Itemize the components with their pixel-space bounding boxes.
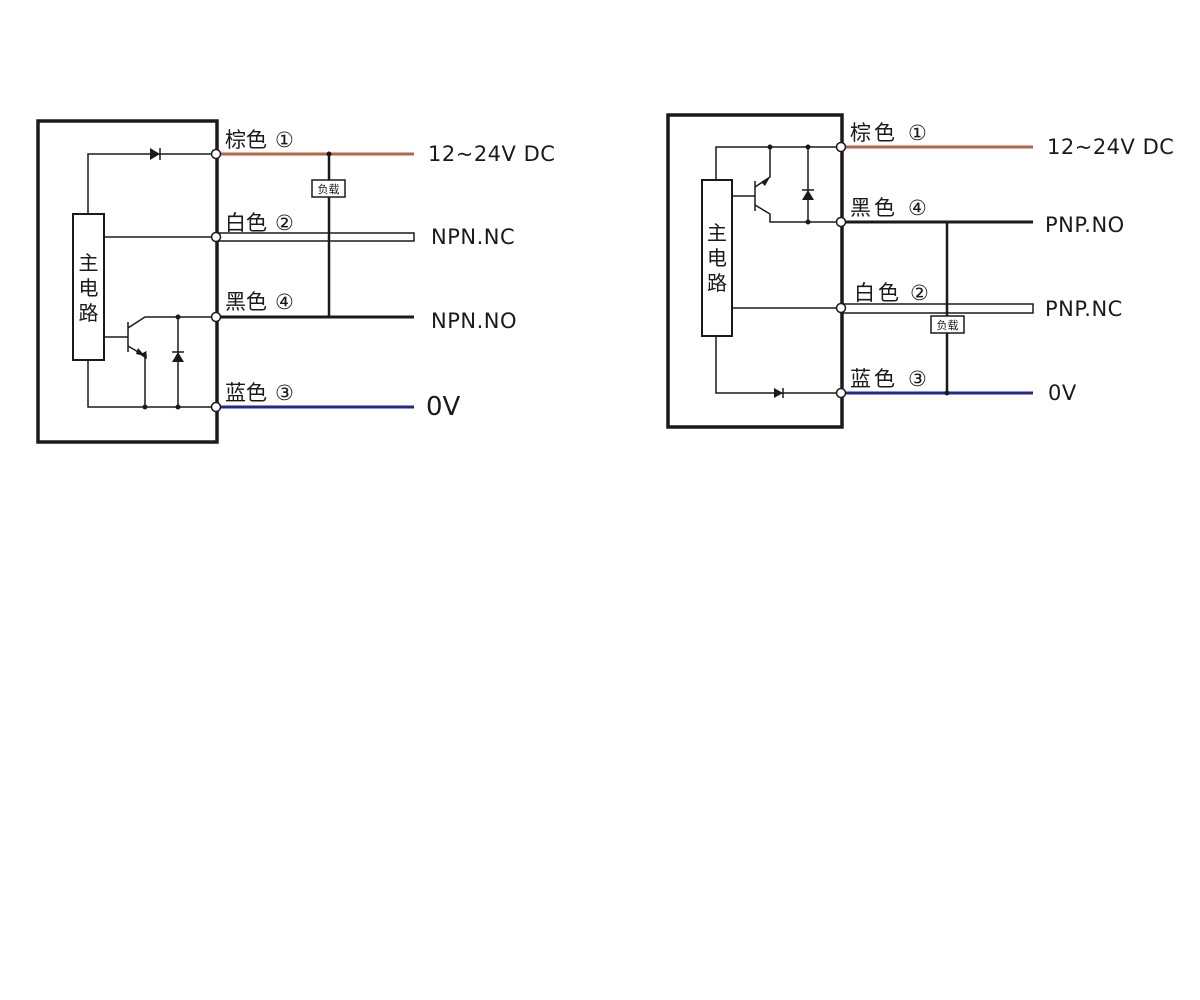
npn-no-label: NPN.NO — [431, 309, 517, 333]
pnp-0v-label: 0V — [1048, 381, 1077, 405]
pnp-brown-color-label: 棕色 — [850, 121, 898, 145]
pnp-white-wire — [840, 303, 1034, 314]
transistor-icon — [136, 348, 145, 356]
diode-icon — [150, 148, 161, 160]
npn-nc-label: NPN.NC — [431, 225, 515, 249]
npn-internal-wiring — [87, 153, 216, 408]
terminal-icon — [835, 141, 847, 153]
npn-sensor-housing — [36, 119, 219, 444]
pnp-blue-number: ③ — [908, 367, 927, 391]
pnp-no-label: PNP.NO — [1045, 213, 1125, 237]
terminal-icon — [210, 148, 222, 160]
npn-load-label: 负载 — [318, 182, 340, 196]
terminal-icon — [210, 231, 222, 243]
npn-black-color-label: 黑色 — [225, 290, 267, 314]
diode-icon — [774, 388, 784, 398]
npn-black-number: ④ — [275, 290, 294, 314]
pnp-main-circuit-char-1: 主 — [707, 221, 727, 245]
load-resistor-icon — [930, 315, 965, 334]
diode-icon — [172, 351, 184, 362]
npn-0v-label: 0V — [426, 392, 461, 422]
diode-icon — [802, 189, 814, 200]
pnp-white-number: ② — [910, 281, 929, 305]
terminal-icon — [210, 401, 222, 413]
npn-white-color-label: 白色 — [225, 211, 267, 235]
npn-supply-label: 12~24V DC — [428, 142, 555, 166]
pnp-nc-label: PNP.NC — [1045, 297, 1123, 321]
npn-main-circuit-char-3: 路 — [79, 301, 99, 325]
pnp-brown-number: ① — [908, 121, 927, 145]
pnp-blue-color-label: 蓝色 — [850, 367, 898, 391]
pnp-black-color-label: 黑色 — [850, 196, 898, 220]
pnp-diagram: 主 电 路 — [666, 113, 1174, 429]
terminal-icon — [210, 311, 222, 323]
pnp-white-color-label: 白色 — [854, 281, 902, 305]
npn-main-circuit-char-2: 电 — [79, 276, 99, 300]
pnp-main-circuit-char-2: 电 — [707, 246, 727, 270]
pnp-main-circuit-block — [701, 179, 733, 337]
pnp-main-circuit-char-3: 路 — [707, 271, 727, 295]
pnp-internal-wiring — [715, 146, 841, 394]
pnp-sensor-housing — [666, 113, 844, 429]
npn-main-circuit-char-1: 主 — [79, 251, 99, 275]
npn-diagram: 主 电 路 — [36, 119, 555, 444]
pnp-load-label: 负载 — [937, 318, 959, 332]
npn-brown-color-label: 棕色 — [225, 128, 267, 152]
terminal-icon — [835, 302, 847, 314]
npn-white-number: ② — [275, 211, 294, 235]
pnp-black-number: ④ — [908, 196, 927, 220]
pnp-supply-label: 12~24V DC — [1047, 135, 1174, 159]
npn-blue-number: ③ — [275, 381, 294, 405]
transistor-icon — [761, 177, 770, 186]
terminal-icon — [835, 387, 847, 399]
terminal-icon — [835, 216, 847, 228]
load-resistor-icon — [311, 179, 346, 198]
npn-blue-color-label: 蓝色 — [225, 381, 267, 405]
npn-brown-number: ① — [275, 128, 294, 152]
